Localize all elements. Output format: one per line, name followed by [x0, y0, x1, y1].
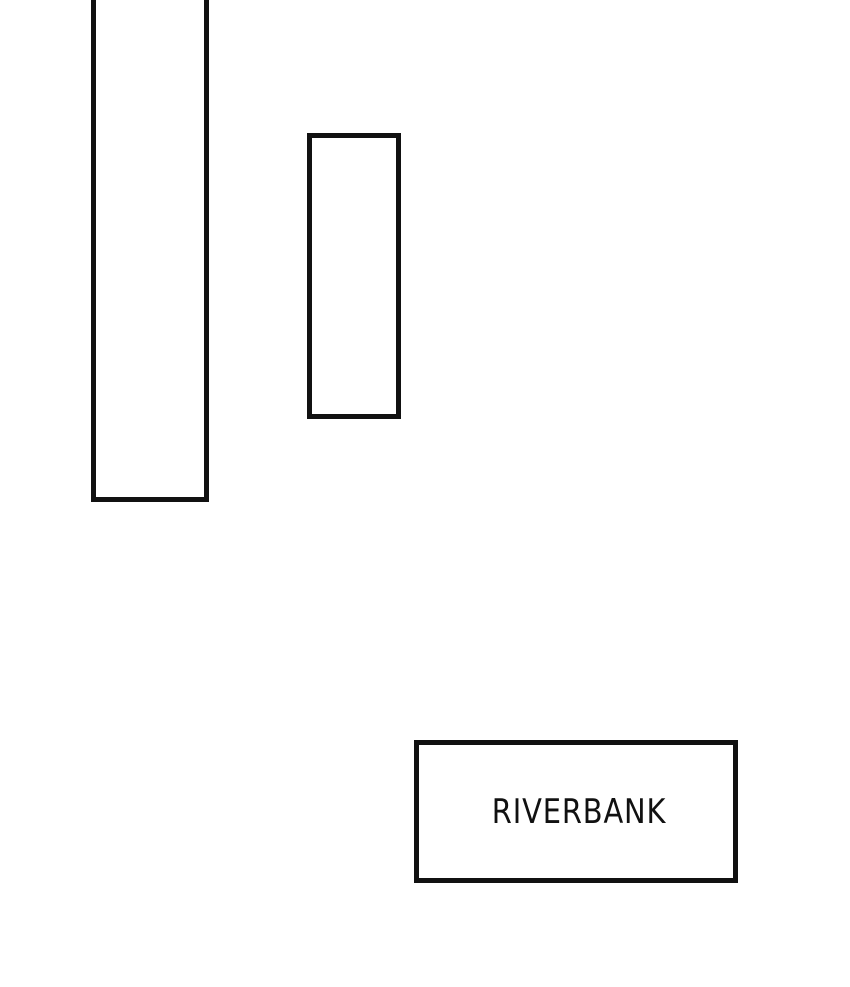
- caption-box: RIVERBANK: [414, 740, 738, 883]
- comic-panel-tall: [91, 0, 209, 502]
- comic-panel-small: [307, 133, 401, 419]
- caption-text: RIVERBANK: [492, 791, 667, 832]
